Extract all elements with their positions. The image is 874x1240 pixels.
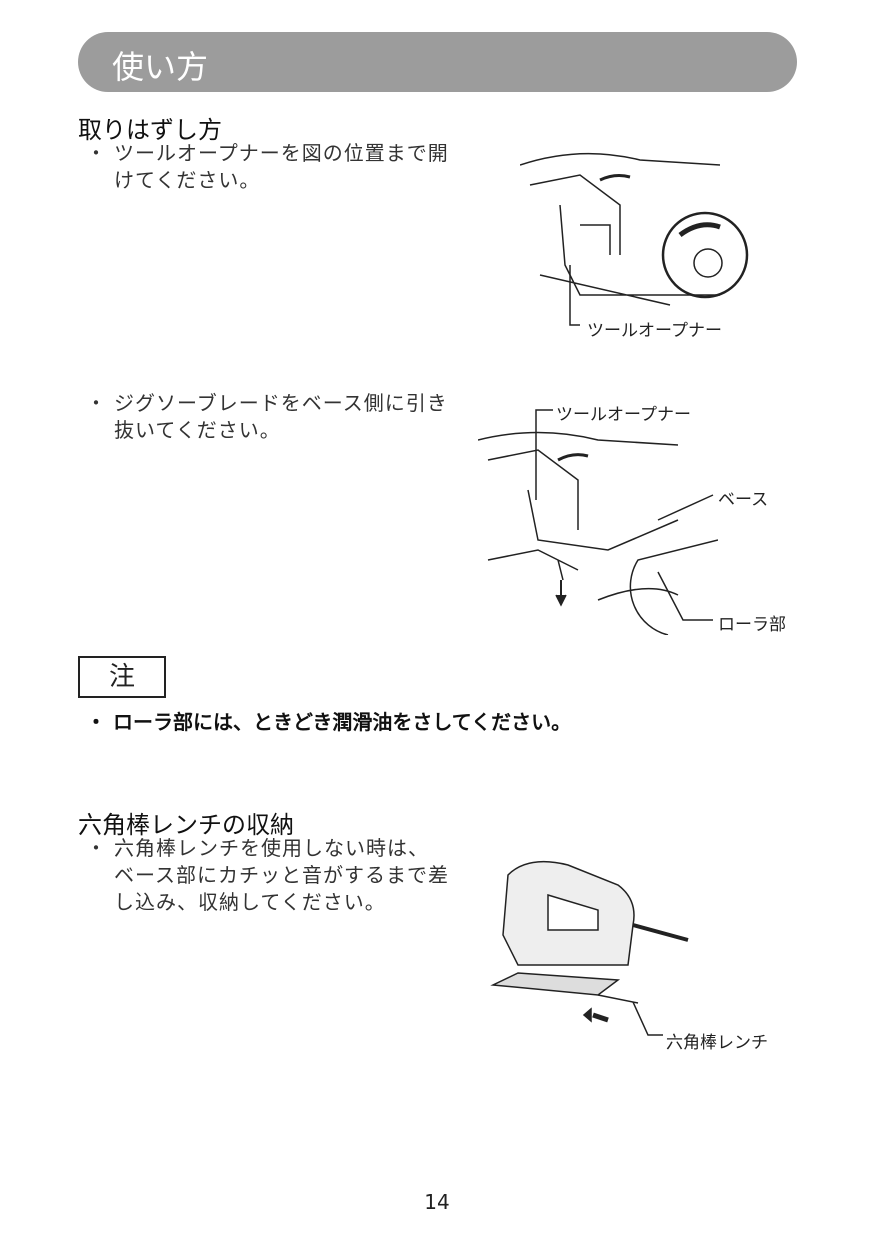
figure-label: 六角棒レンチ xyxy=(666,1033,768,1053)
text-line: ジグソーブレードをベース側に引き xyxy=(114,391,448,415)
step-text: ・ ツールオープナーを図の位置まで開 けてください。 xyxy=(86,140,449,194)
figure-label: ツールオープナー xyxy=(556,405,691,425)
text-line: し込み、収納してください。 xyxy=(114,890,386,914)
section-header: 使い方 xyxy=(78,32,797,92)
text-line: ツールオープナーを図の位置まで開 xyxy=(114,141,449,165)
step-text: ・ ジグソーブレードをベース側に引き 抜いてください。 xyxy=(86,390,448,444)
blade-removal-illustration xyxy=(478,409,718,635)
jigsaw-illustration xyxy=(490,860,689,1036)
figure-label: ローラ部 xyxy=(718,615,786,635)
note-text: ・ ローラ部には、ときどき潤滑油をさしてください。 xyxy=(86,710,572,734)
bullet: ・ xyxy=(86,141,107,165)
text-line: 六角棒レンチを使用しない時は、 xyxy=(114,836,429,860)
step-text: ・ 六角棒レンチを使用しない時は、 ベース部にカチッと音がするまで差 し込み、収… xyxy=(86,835,449,916)
figure-label: ツールオープナー xyxy=(587,321,722,341)
heading-removal: 取りはずし方 xyxy=(78,116,222,144)
header-title: 使い方 xyxy=(112,48,209,86)
page-number: 14 xyxy=(424,1190,450,1214)
text-line: 抜いてください。 xyxy=(114,418,281,442)
figure-label: ベース xyxy=(718,490,769,510)
note-box: 注 xyxy=(78,656,166,698)
text-line: けてください。 xyxy=(114,168,261,192)
bullet: ・ xyxy=(86,836,107,860)
bullet: ・ xyxy=(86,391,107,415)
tool-opener-illustration xyxy=(520,152,749,326)
text-line: ベース部にカチッと音がするまで差 xyxy=(114,863,449,887)
heading-wrench-storage: 六角棒レンチの収納 xyxy=(78,811,294,839)
